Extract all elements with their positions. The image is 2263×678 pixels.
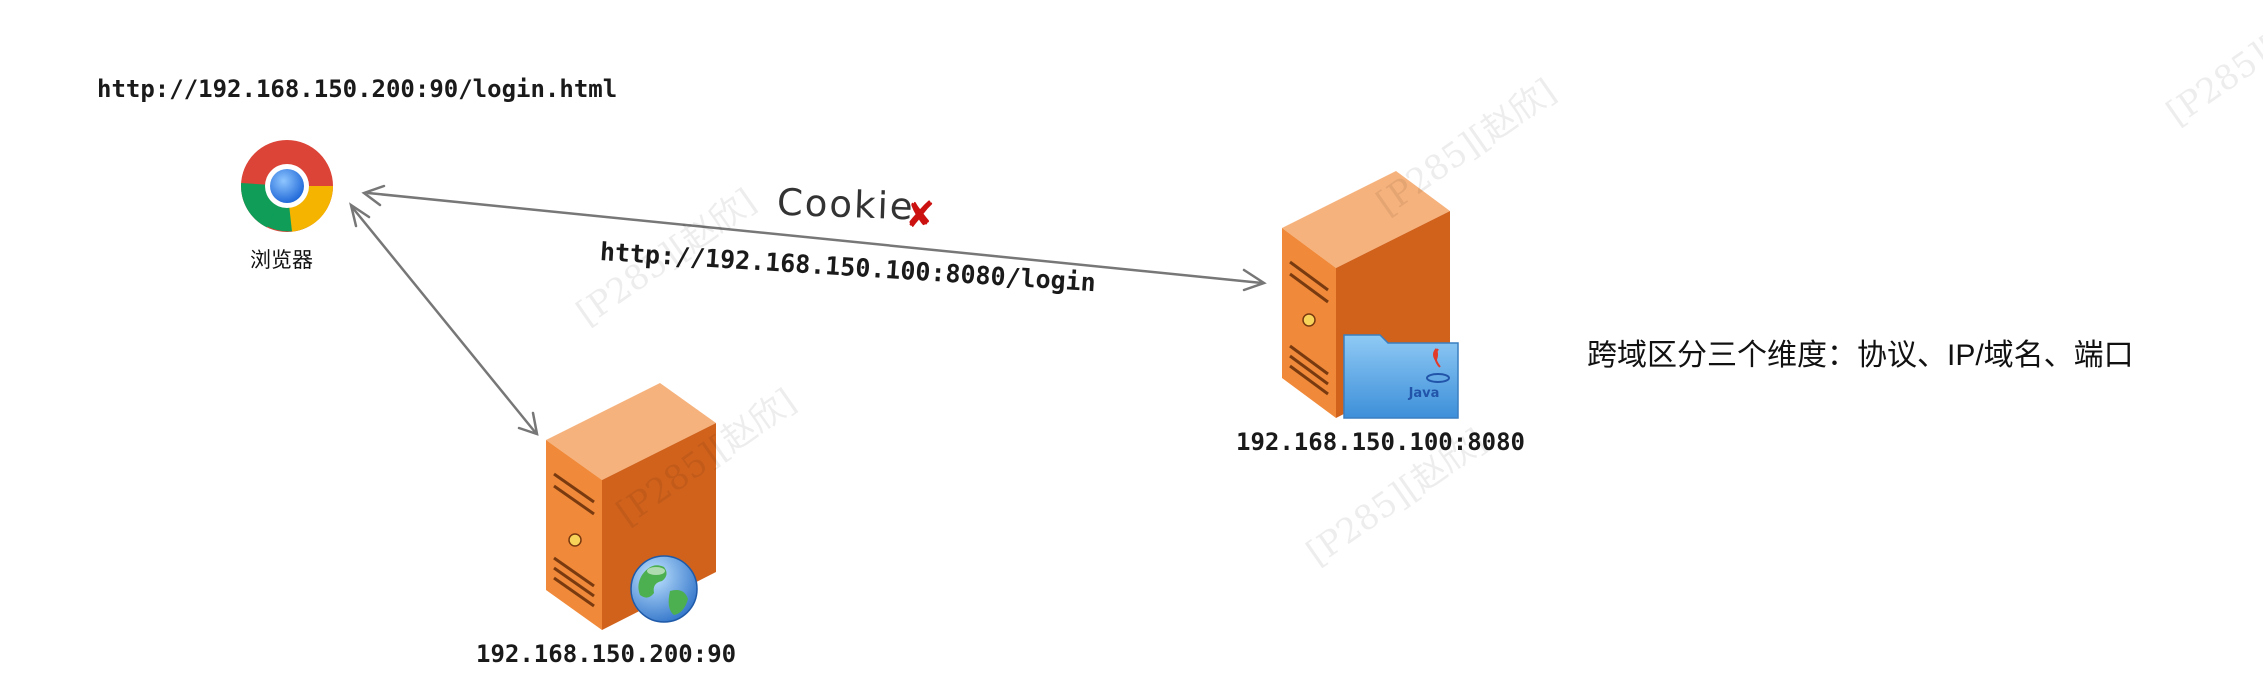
web-server-address: 192.168.150.200:90 — [476, 640, 737, 668]
connection-arrows — [349, 184, 1267, 436]
globe-icon — [630, 555, 698, 623]
java-server-address: 192.168.150.100:8080 — [1236, 428, 1525, 456]
browser-url: http://192.168.150.200:90/login.html — [97, 75, 618, 103]
browser-label: 浏览器 — [250, 249, 313, 272]
cors-note: 跨域区分三个维度：协议、IP/域名、端口 — [1587, 339, 2134, 372]
cookie-label: Cookie — [776, 180, 916, 229]
cookie-blocked-mark: ✘ — [905, 194, 936, 235]
java-badge-text: Java — [1408, 386, 1440, 401]
chrome-icon — [241, 140, 333, 232]
java-folder-icon — [1343, 334, 1459, 419]
